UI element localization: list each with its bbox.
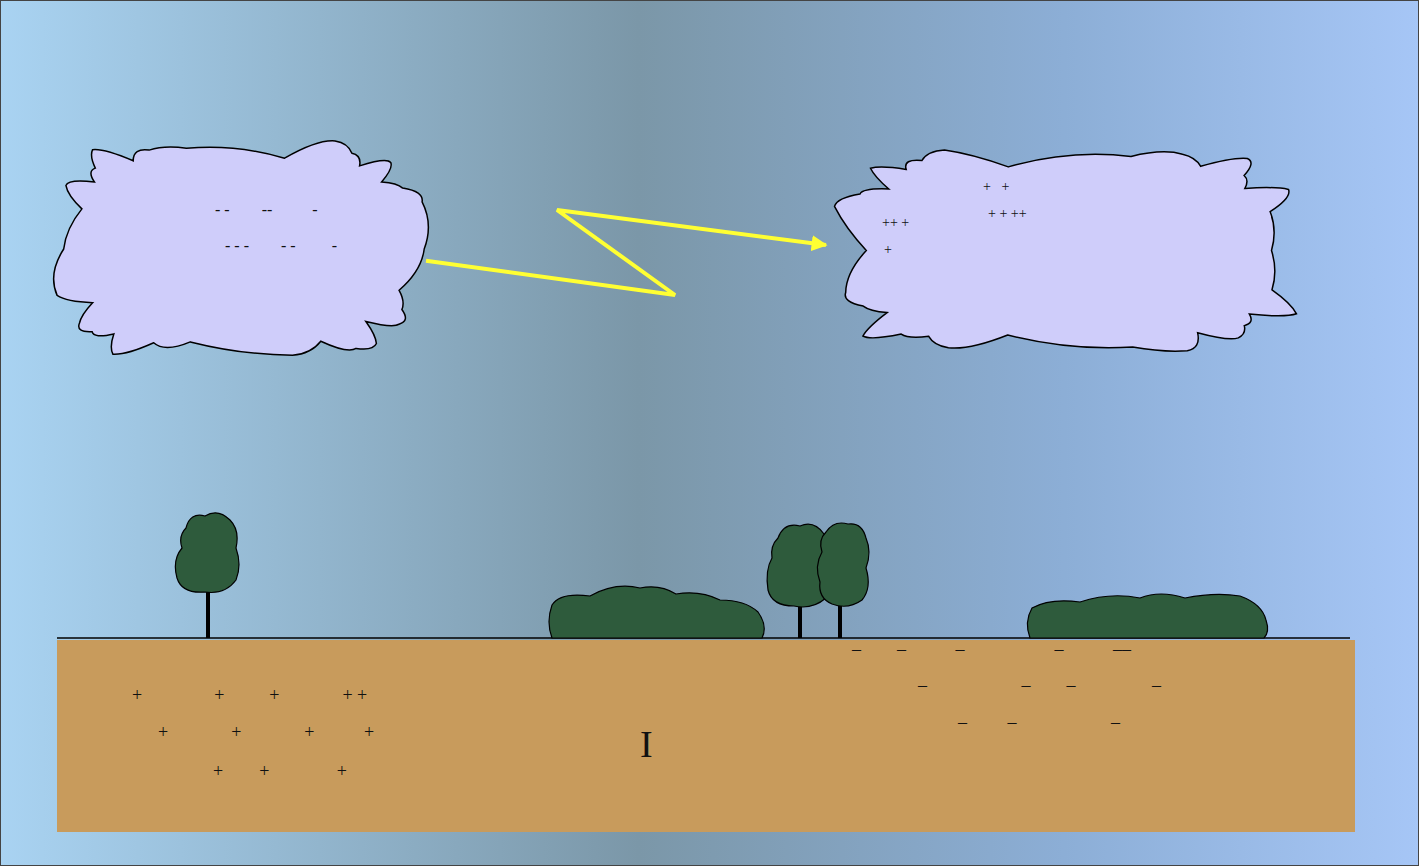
- charge-signs: + + + +: [158, 723, 374, 741]
- charge-signs: +: [884, 243, 892, 257]
- charge-signs: – – – – ––: [852, 640, 1131, 658]
- lightning-bolt: [426, 210, 826, 295]
- charged-cloud: + + + + ++ ++ + +: [823, 140, 1309, 361]
- charge-signs: - - - - - -: [225, 238, 337, 254]
- tree: [175, 513, 239, 638]
- cloud-shape: [54, 141, 429, 355]
- charge-signs: + + + + +: [132, 686, 367, 704]
- bush: [1027, 594, 1267, 638]
- charged-cloud: - - -- - - - - - - -: [45, 132, 431, 366]
- tree: [817, 523, 869, 638]
- ground-band: + + + + ++ + + ++ + +– – – – ––– –: [57, 640, 1355, 832]
- charge-signs: ++ +: [882, 216, 909, 230]
- charge-signs: + + ++: [988, 207, 1027, 221]
- charge-signs: – – –: [958, 713, 1120, 731]
- bush: [549, 586, 764, 638]
- charge-signs: + +: [983, 180, 1009, 194]
- charge-signs: + + +: [213, 762, 347, 780]
- cloud-shape: [835, 150, 1297, 351]
- charge-signs: – – – –: [918, 676, 1161, 694]
- current-label: I: [640, 725, 653, 763]
- cloud-outline: [823, 140, 1309, 361]
- charge-signs: - - -- -: [215, 202, 318, 218]
